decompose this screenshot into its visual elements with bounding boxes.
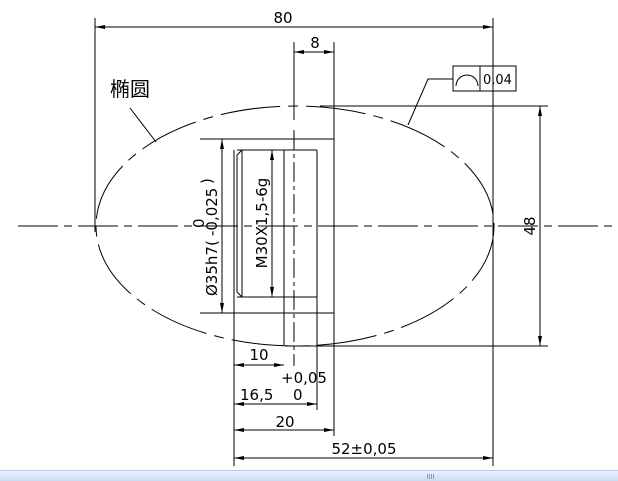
dim-diameter: Ø35h7( bbox=[203, 240, 221, 296]
dim-16-5-tol-lower: 0 bbox=[293, 386, 303, 404]
dim-48: 48 bbox=[521, 216, 539, 235]
scrollbar-grip-icon[interactable] bbox=[427, 474, 435, 479]
dim-80: 80 bbox=[273, 9, 292, 27]
dim-diameter-close: ) bbox=[198, 178, 216, 184]
dim-10: 10 bbox=[249, 346, 268, 364]
ellipse-label: 椭圆 bbox=[110, 77, 150, 101]
profile-of-line-icon bbox=[455, 74, 479, 87]
tolerance-frame bbox=[452, 65, 517, 92]
dim-8: 8 bbox=[310, 34, 320, 52]
horizontal-scrollbar[interactable] bbox=[0, 470, 618, 481]
dim-52: 52±0,05 bbox=[331, 440, 396, 458]
dim-20: 20 bbox=[275, 413, 294, 431]
dim-thread: M30X1,5-6g bbox=[253, 178, 271, 269]
dim-16-5: 16,5 bbox=[240, 386, 273, 404]
dim-diameter-tol-upper: 0 bbox=[190, 218, 208, 228]
dim-diameter-tol-lower: -0,025 bbox=[203, 188, 221, 236]
ellipse-outline bbox=[95, 105, 495, 347]
tolerance-value: 0,04 bbox=[483, 73, 512, 88]
drawing-canvas: 80 8 48 椭圆 0,04 Ø35h7( 0 -0,025 ) M30X1,… bbox=[18, 9, 612, 466]
dim-16-5-tol-upper: +0,05 bbox=[281, 369, 327, 387]
